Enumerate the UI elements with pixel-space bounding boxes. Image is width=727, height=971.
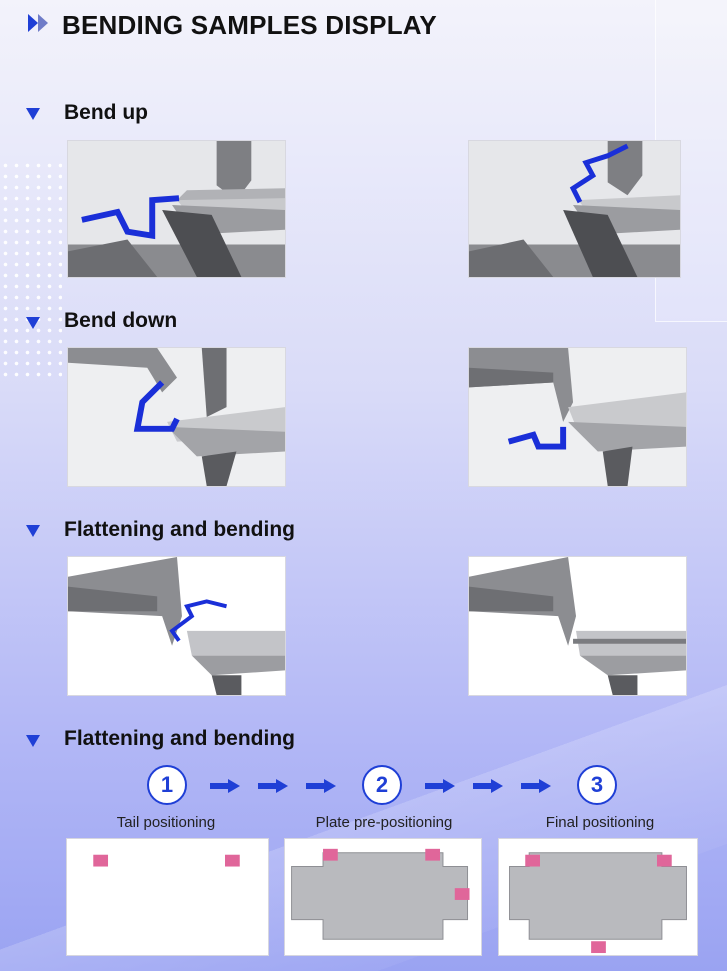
step-2-badge: 2	[362, 765, 402, 805]
step-1-badge: 1	[147, 765, 187, 805]
page-title: BENDING SAMPLES DISPLAY	[62, 10, 437, 40]
bend-up-photo-1	[67, 140, 286, 278]
flattening-photo-2	[468, 556, 687, 696]
section-title-bend-down: Bend down	[64, 309, 178, 332]
arrow-right-icon	[306, 779, 336, 793]
position-marker	[525, 854, 540, 867]
step-3-badge: 3	[577, 765, 617, 805]
position-marker	[591, 941, 606, 954]
bend-down-photo-1	[67, 347, 286, 487]
step-1-label: Tail positioning	[116, 814, 216, 831]
triangle-down-icon	[26, 735, 40, 747]
arrow-right-icon	[210, 779, 240, 793]
triangle-down-icon	[26, 108, 40, 120]
arrow-right-icon	[521, 779, 551, 793]
position-marker	[93, 854, 109, 867]
arrow-right-icon	[425, 779, 455, 793]
position-marker	[225, 854, 240, 867]
step-2-label: Plate pre-positioning	[315, 814, 453, 831]
double-chevron-icon	[28, 14, 48, 32]
plate-pre-positioning-diagram	[284, 838, 482, 956]
arrow-right-icon	[473, 779, 503, 793]
final-positioning-diagram	[498, 838, 698, 956]
triangle-down-icon	[26, 317, 40, 329]
tail-positioning-diagram	[66, 838, 269, 956]
arrow-right-icon	[258, 779, 288, 793]
position-marker	[323, 848, 338, 861]
position-marker	[454, 888, 470, 900]
flattening-photo-1	[67, 556, 286, 696]
section-title-flattening-1: Flattening and bending	[64, 518, 295, 541]
bend-up-photo-2	[468, 140, 681, 278]
section-title-flattening-2: Flattening and bending	[64, 727, 295, 750]
step-3-label: Final positioning	[545, 814, 655, 831]
triangle-down-icon	[26, 525, 40, 537]
position-marker	[425, 848, 441, 861]
decorative-dot-pattern	[0, 160, 62, 380]
position-marker	[656, 854, 672, 867]
section-title-bend-up: Bend up	[64, 101, 148, 124]
bend-down-photo-2	[468, 347, 687, 487]
